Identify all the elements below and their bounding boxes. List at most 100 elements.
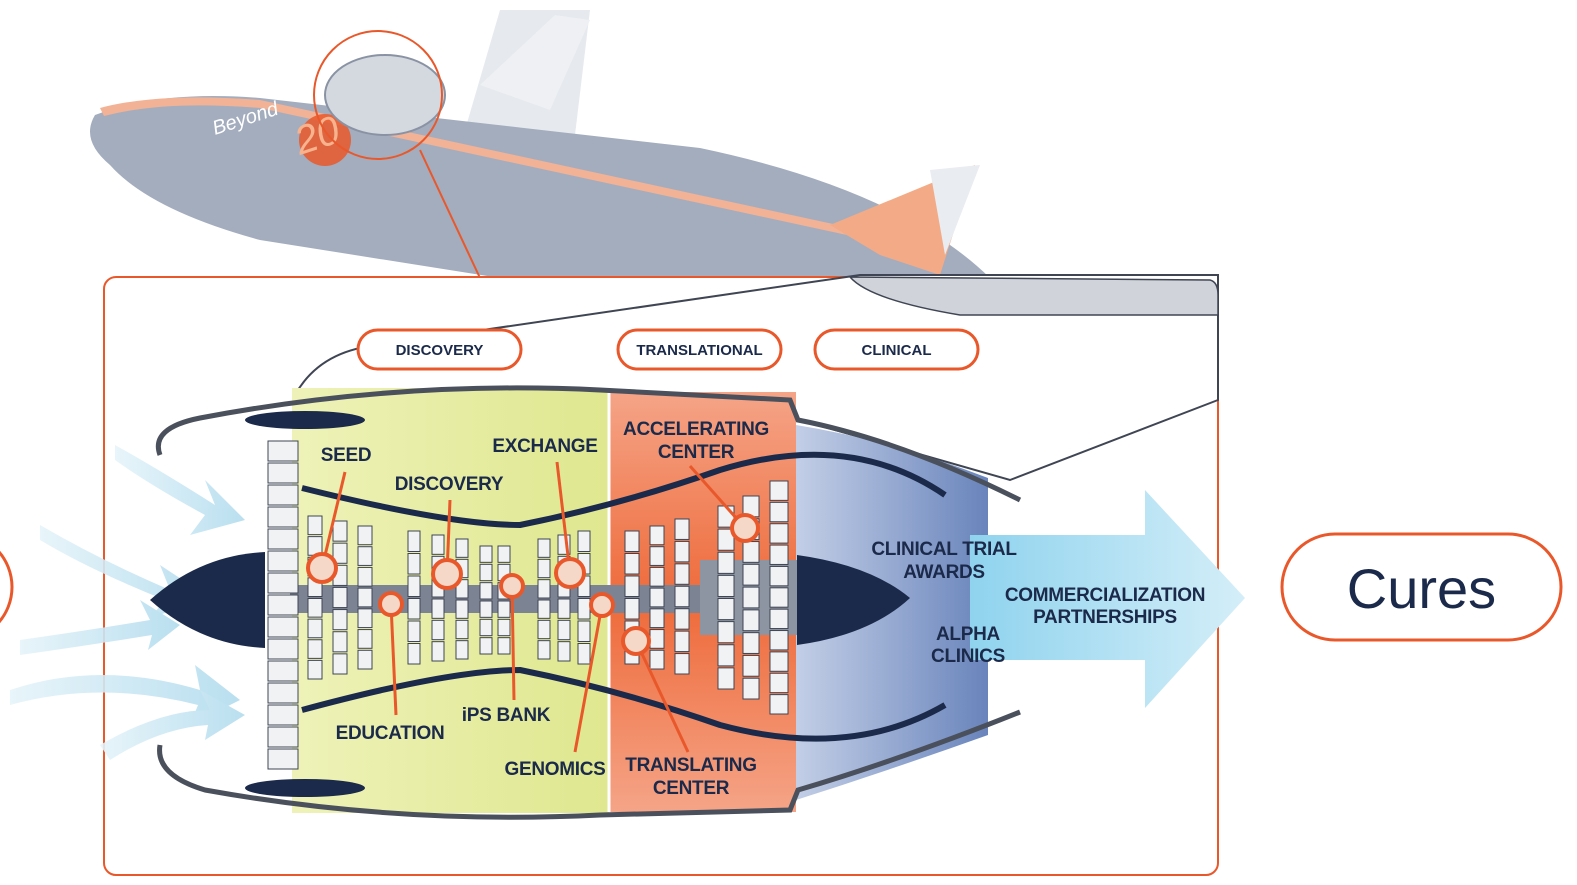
- compressor-blade: [537, 640, 551, 660]
- compressor-blade: [649, 629, 665, 649]
- compressor-blade: [674, 630, 690, 653]
- airplane-wing-upper: [480, 15, 590, 110]
- compressor-blade: [742, 541, 760, 563]
- airplane-logo-badge: [299, 114, 351, 166]
- zoom-line: [419, 149, 481, 279]
- compressor-blade: [267, 594, 299, 616]
- compressor-blade: [769, 480, 789, 501]
- compressor-blade: [479, 563, 493, 582]
- compressor-blade: [407, 643, 421, 665]
- compressor-blade: [649, 608, 665, 629]
- compressor-blade: [769, 544, 789, 565]
- compressor-blade: [332, 653, 348, 675]
- label-commercialization-2: PARTNERSHIPS: [1033, 607, 1177, 628]
- label-ips-bank: iPS BANK: [462, 705, 551, 726]
- airplane: Beyond 20: [90, 10, 990, 279]
- compressor-blade: [455, 640, 469, 660]
- compressor-blade: [577, 643, 591, 665]
- compressor-blade: [674, 563, 690, 585]
- compressor-blade: [649, 587, 665, 608]
- label-discovery: DISCOVERY: [395, 474, 504, 495]
- node-seed: [306, 552, 338, 584]
- compressor-blade: [431, 641, 445, 662]
- leader-education: [389, 603, 398, 716]
- node-translating: [621, 626, 651, 656]
- compressor-blade: [577, 598, 591, 620]
- node-education: [378, 591, 404, 617]
- compressor-blade: [267, 484, 299, 506]
- phase-pill-discovery: DISCOVERY: [356, 328, 523, 371]
- compressor-blade: [332, 609, 348, 631]
- compressor-blade: [407, 575, 421, 597]
- compressor-blade: [624, 575, 640, 597]
- compressor-blade: [717, 621, 735, 644]
- leader-ips-bank: [510, 585, 516, 701]
- label-education: EDUCATION: [336, 723, 445, 744]
- label-translating-2: CENTER: [653, 778, 730, 799]
- compressor-blade: [742, 654, 760, 677]
- airplane-tail-fin: [930, 165, 980, 255]
- compressor-blade: [407, 620, 421, 642]
- compressor-blade: [577, 530, 591, 552]
- compressor-blade: [357, 546, 373, 566]
- compressor-blade: [431, 619, 445, 641]
- compressor-blade: [431, 534, 445, 555]
- compressor-blade: [455, 599, 469, 619]
- compressor-blade: [742, 609, 760, 632]
- label-accelerating-2: CENTER: [658, 442, 735, 463]
- leader-seed: [320, 471, 347, 569]
- compressor-blade: [267, 704, 299, 726]
- inner-duct-bottom: [301, 666, 947, 742]
- phase-label-clinical: CLINICAL: [862, 342, 932, 359]
- compressor-blade: [332, 586, 348, 609]
- airflow-arrow: [10, 665, 240, 725]
- compressor-blade: [674, 518, 690, 540]
- cures-label: Cures: [1347, 557, 1496, 620]
- compressor-blade: [357, 608, 373, 629]
- compressor-blade: [537, 599, 551, 619]
- label-accelerating-1: ACCELERATING: [623, 419, 769, 440]
- compressor-blade: [769, 565, 789, 587]
- label-alpha-2: CLINICS: [931, 646, 1005, 667]
- phase-pill-clinical: CLINICAL: [813, 328, 980, 371]
- compressor-blade: [267, 550, 299, 572]
- compressor-blade: [674, 585, 690, 608]
- compressor-blade: [357, 587, 373, 608]
- compressor-blade: [769, 587, 789, 608]
- compressor-blade: [332, 542, 348, 564]
- compressor-blade: [479, 618, 493, 637]
- compressor-blade: [267, 638, 299, 660]
- label-clinical-trial-2: AWARDS: [903, 562, 985, 583]
- label-alpha-1: ALPHA: [936, 624, 1001, 645]
- compressor-blade: [479, 582, 493, 600]
- compressor-blade: [267, 572, 299, 594]
- compressor-blade: [497, 637, 511, 655]
- compressor-blade: [769, 523, 789, 544]
- compressor-blade: [267, 440, 299, 462]
- compressor-blade: [267, 462, 299, 484]
- airflow-arrow: [115, 445, 245, 535]
- phase-pill-translational: TRANSLATIONAL: [616, 328, 783, 371]
- compressor-blade: [742, 563, 760, 586]
- compressor-blade: [357, 566, 373, 587]
- compressor-blade: [357, 525, 373, 546]
- compressor-blade: [557, 598, 571, 619]
- compressor-blade: [742, 632, 760, 654]
- compressor-blade: [717, 598, 735, 621]
- compressor-blade: [357, 649, 373, 670]
- compressor-blade: [267, 682, 299, 704]
- compressor-blade: [537, 579, 551, 599]
- compressor-blade: [307, 639, 323, 659]
- leader-genomics: [573, 604, 604, 753]
- exhaust-arrow: [970, 490, 1245, 708]
- node-exchange: [554, 557, 586, 589]
- compressor-blade: [497, 545, 511, 563]
- phase-label-translational: TRANSLATIONAL: [636, 342, 762, 359]
- airflow-arrow: [100, 690, 245, 760]
- node-discovery: [431, 558, 463, 590]
- compressor-blade: [267, 528, 299, 550]
- compressor-blade: [717, 574, 735, 597]
- compressor-blade: [307, 618, 323, 639]
- compressor-blade: [624, 553, 640, 575]
- compressor-blade: [407, 598, 421, 620]
